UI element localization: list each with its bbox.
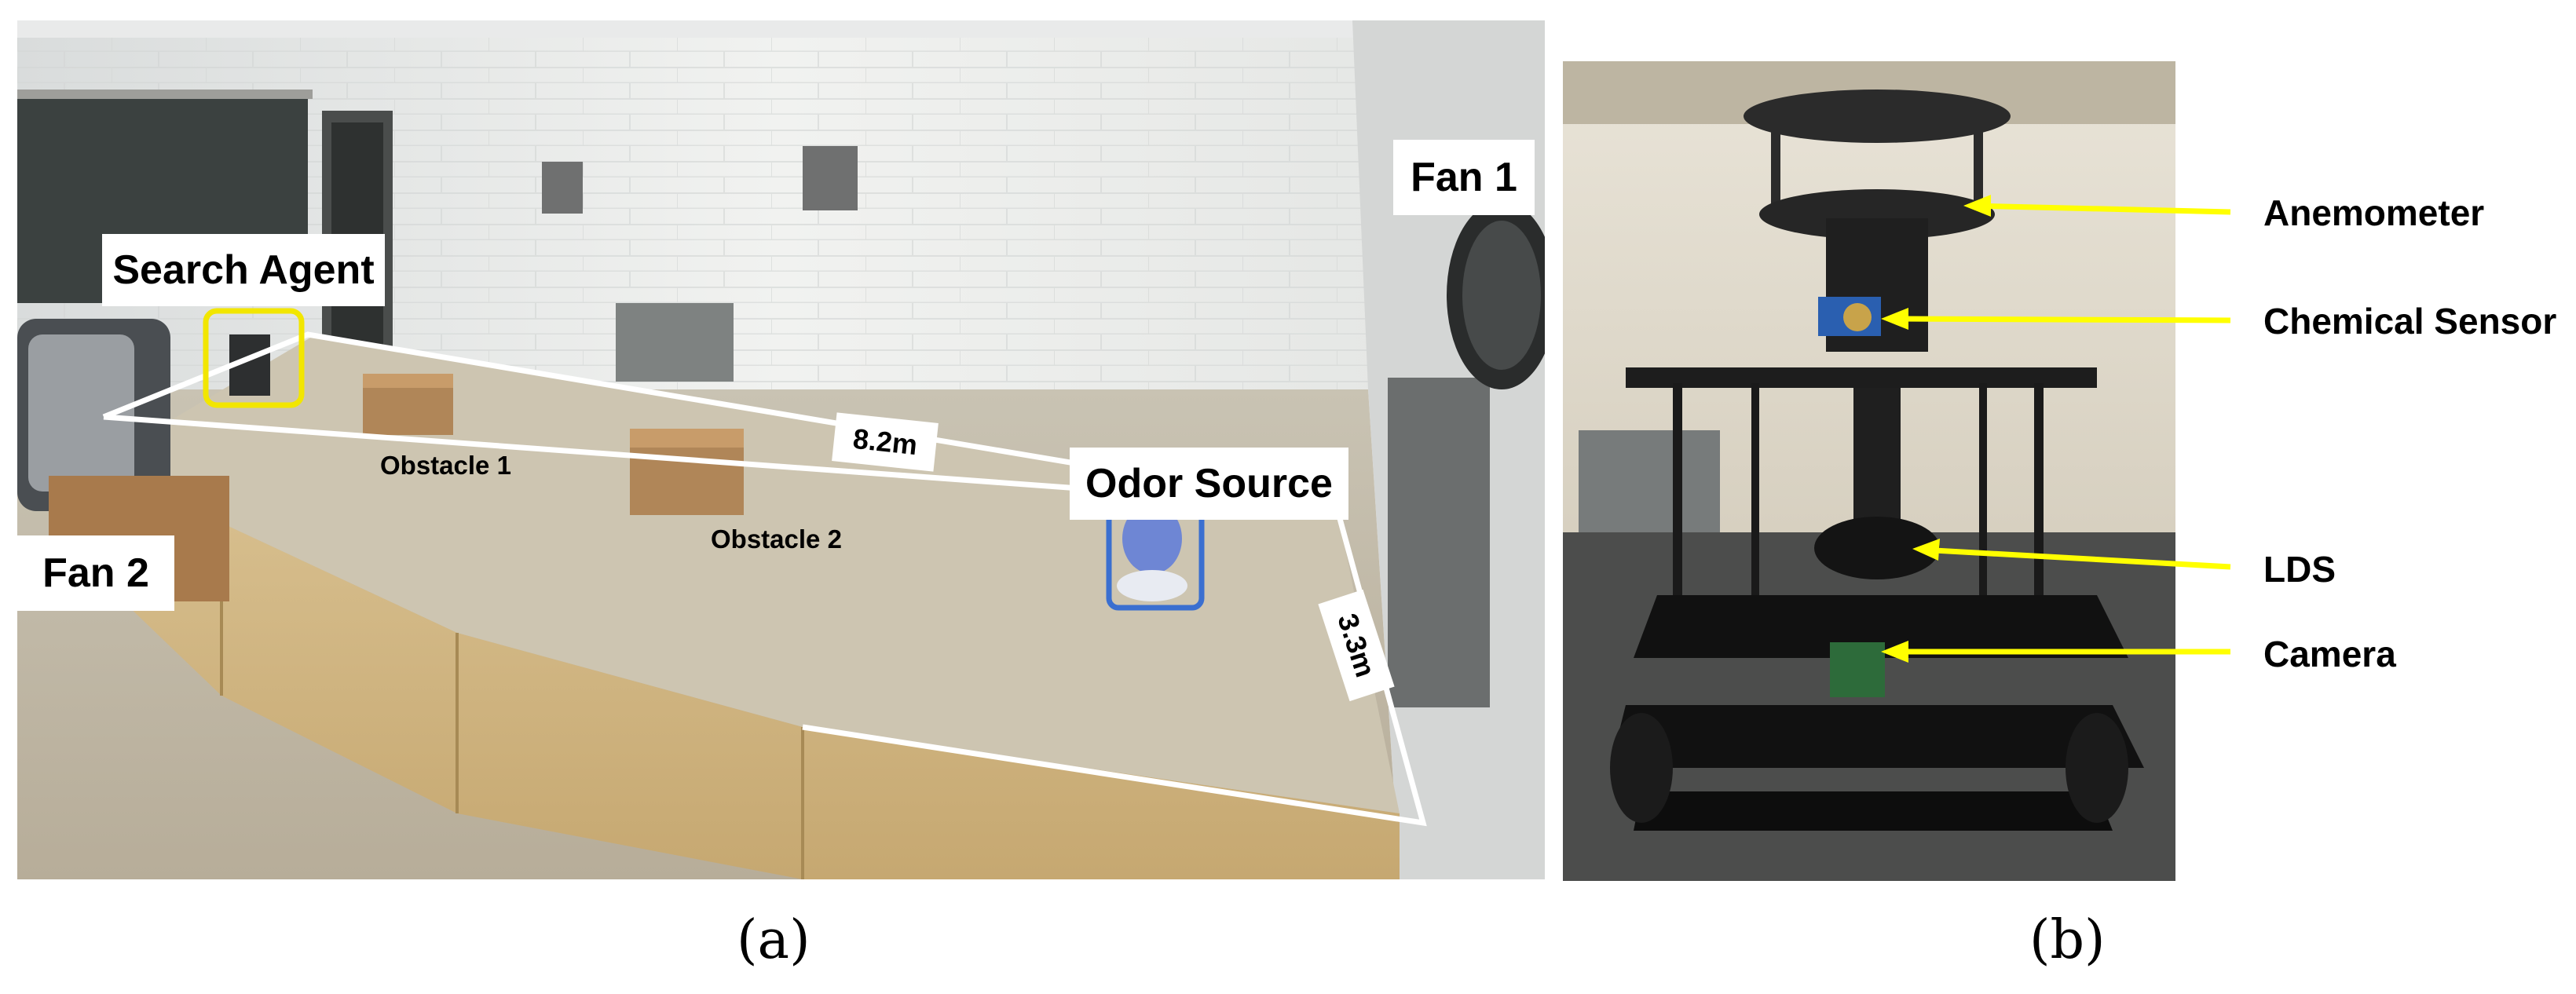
background-heater	[1579, 430, 1720, 532]
panel-a-caption: (a)	[737, 909, 810, 971]
cabinet	[1388, 378, 1490, 707]
label-lds: LDS	[2263, 549, 2336, 590]
label-fan-1: Fan 1	[1393, 140, 1535, 215]
arena-wood-wall	[123, 460, 1400, 879]
arena-photo: Search Agent Fan 1 Fan 2 Odor Source Obs…	[17, 20, 1545, 879]
label-anemometer: Anemometer	[2263, 192, 2485, 233]
label-obstacle-1: Obstacle 1	[380, 451, 511, 480]
wall-panel	[542, 162, 583, 214]
label-odor-source: Odor Source	[1070, 448, 1348, 520]
anemometer-shape	[1744, 90, 2011, 143]
panel-b-caption: (b)	[2029, 909, 2106, 971]
wall-panel	[803, 146, 858, 210]
robot-scene	[1563, 61, 2175, 881]
label-obstacle-2: Obstacle 2	[711, 524, 842, 554]
camera-shape	[1830, 642, 1885, 697]
label-fan-2: Fan 2	[17, 535, 174, 611]
arena-scene	[17, 20, 1545, 879]
humidifier	[1122, 503, 1182, 574]
wall-heater	[616, 303, 734, 382]
lds-shape	[1814, 517, 1940, 579]
label-chemical-sensor: Chemical Sensor	[2263, 301, 2557, 342]
robot-photo	[1563, 61, 2175, 881]
search-agent-highlight	[203, 308, 305, 408]
label-camera: Camera	[2263, 634, 2396, 674]
label-search-agent: Search Agent	[102, 234, 385, 306]
